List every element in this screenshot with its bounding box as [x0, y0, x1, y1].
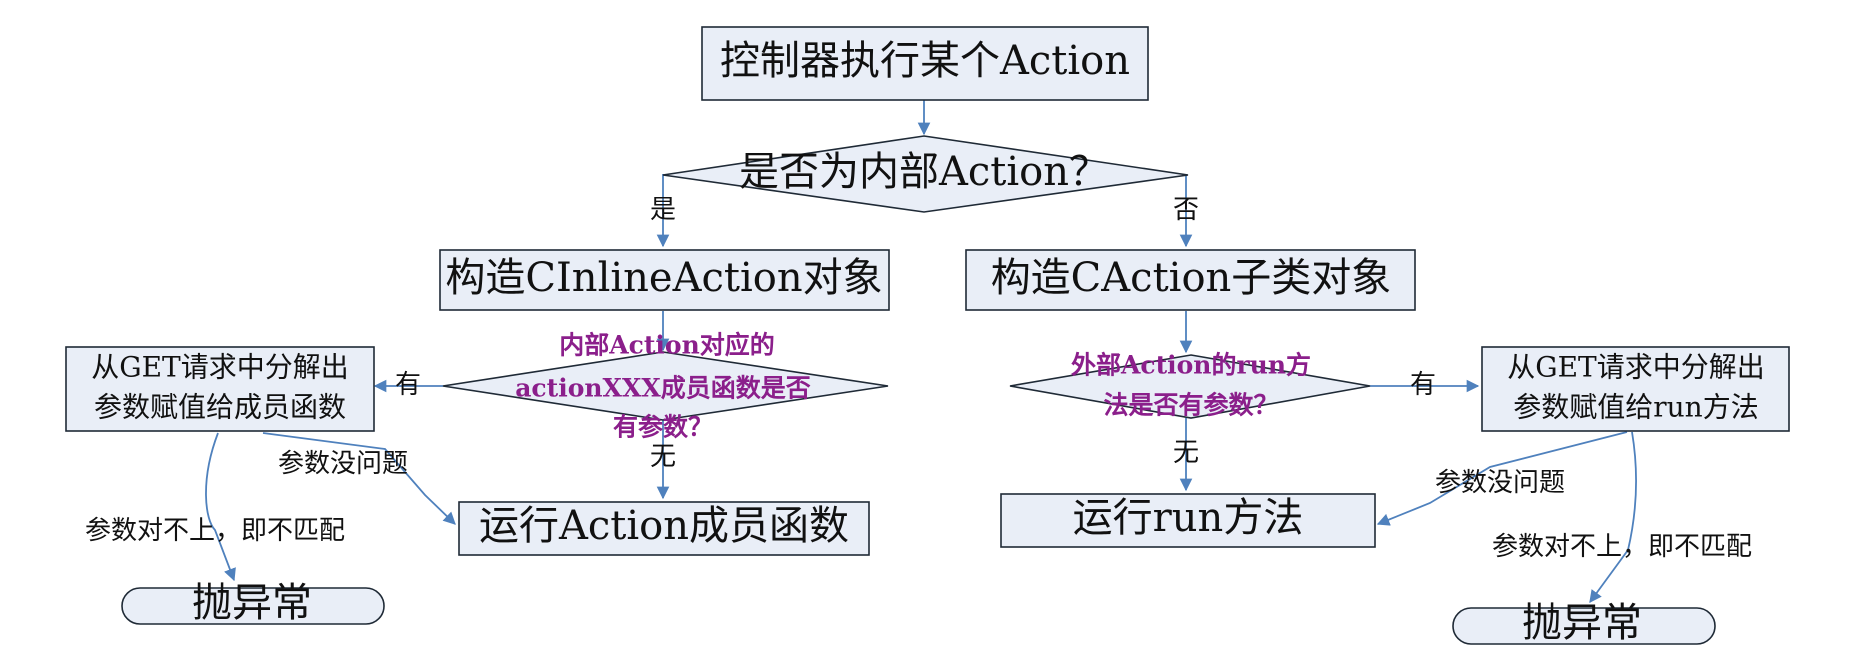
- is-inline-label: 是否为内部Action？: [739, 149, 1109, 195]
- run-member-node: 运行Action成员函数: [458, 501, 870, 556]
- left-parse-line-2: 参数赋值给成员函数: [94, 391, 346, 424]
- inline-has-params-decision: 内部Action对应的 actionXXX成员函数是否 有参数？: [442, 331, 889, 442]
- left-throw-box: [121, 587, 385, 625]
- label-right-mismatch: 参数对不上，即不匹配: [1492, 532, 1752, 562]
- edges: [205, 100, 1637, 604]
- right-parse-node: 从GET请求中分解出 参数赋值给run方法: [1481, 346, 1790, 432]
- inline-build-box: [439, 249, 890, 311]
- run-method-box: [1000, 493, 1376, 548]
- right-parse-line-1: 从GET请求中分解出: [1507, 351, 1764, 384]
- right-parse-box: [1481, 346, 1790, 432]
- label-left-has: 有: [395, 370, 421, 400]
- inline-has-params-line-2: actionXXX成员函数是否: [515, 374, 811, 403]
- caction-build-node: 构造CAction子类对象: [965, 249, 1416, 311]
- left-parse-line-1: 从GET请求中分解出: [91, 351, 348, 384]
- caction-build-label: 构造CAction子类对象: [991, 255, 1392, 301]
- label-no: 否: [1173, 195, 1199, 225]
- run-method-label: 运行run方法: [1073, 495, 1304, 541]
- inline-has-params-diamond: [442, 351, 889, 421]
- label-left-mismatch: 参数对不上，即不匹配: [85, 516, 345, 546]
- ext-has-params-decision: 外部Action的run方 法是否有参数？: [1009, 351, 1371, 420]
- ext-has-params-diamond: [1009, 354, 1371, 419]
- inline-build-node: 构造CInlineAction对象: [439, 249, 890, 311]
- start-label: 控制器执行某个Action: [720, 38, 1130, 84]
- left-parse-node: 从GET请求中分解出 参数赋值给成员函数: [65, 346, 375, 432]
- inline-has-params-line-1: 内部Action对应的: [559, 331, 775, 360]
- edge-right-params-ok: [1376, 431, 1628, 526]
- right-throw-node: 抛异常: [1452, 600, 1716, 646]
- left-throw-node: 抛异常: [121, 580, 385, 626]
- label-right-params-ok: 参数没问题: [1435, 468, 1565, 498]
- left-parse-box: [65, 346, 375, 432]
- run-member-label: 运行Action成员函数: [479, 503, 849, 549]
- is-inline-diamond: [662, 135, 1189, 213]
- right-parse-line-2: 参数赋值给run方法: [1513, 391, 1758, 424]
- run-method-node: 运行run方法: [1000, 493, 1376, 548]
- right-throw-box: [1452, 607, 1716, 645]
- label-right-has: 有: [1410, 370, 1436, 400]
- right-throw-label: 抛异常: [1522, 600, 1642, 646]
- run-member-box: [458, 501, 870, 556]
- label-right-none: 无: [1173, 438, 1199, 468]
- edge-left-mismatch: [205, 432, 236, 582]
- start-node: 控制器执行某个Action: [701, 26, 1149, 101]
- caction-build-box: [965, 249, 1416, 311]
- inline-has-params-line-3: 有参数？: [613, 413, 713, 442]
- edge-left-params-ok: [262, 432, 456, 525]
- edge-labels: 是 否 有 有 无 无 参数没问题 参数没问题 参数对不上，即不匹配 参数对不上…: [85, 195, 1752, 562]
- ext-has-params-line-2: 法是否有参数？: [1103, 391, 1278, 420]
- start-box: [701, 26, 1149, 101]
- label-yes: 是: [650, 195, 676, 225]
- ext-has-params-line-1: 外部Action的run方: [1071, 351, 1311, 380]
- inline-build-label: 构造CInlineAction对象: [445, 255, 882, 301]
- label-left-params-ok: 参数没问题: [278, 449, 408, 479]
- label-left-none: 无: [650, 442, 676, 472]
- edge-right-mismatch: [1589, 431, 1637, 604]
- left-throw-label: 抛异常: [192, 580, 312, 626]
- is-inline-decision: 是否为内部Action？: [662, 135, 1189, 213]
